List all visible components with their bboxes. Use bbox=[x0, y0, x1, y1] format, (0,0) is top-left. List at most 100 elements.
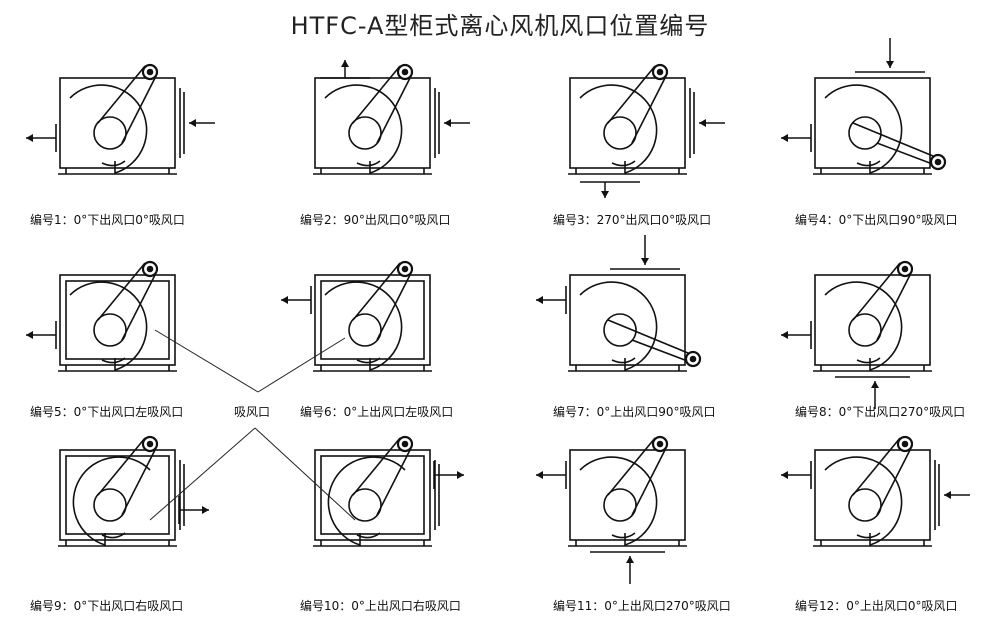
fan-cabinet bbox=[810, 435, 940, 547]
diagram-caption-8: 编号8：0°下出风口270°吸风口 bbox=[795, 405, 966, 419]
intake-arrow bbox=[699, 119, 725, 127]
intake-arrow bbox=[641, 235, 649, 265]
rotation-arc bbox=[101, 357, 126, 364]
diagram-caption-5: 编号5：0°下出风口左吸风口 bbox=[30, 405, 184, 419]
outlet-arrow bbox=[281, 296, 311, 304]
motor-shaft bbox=[656, 440, 664, 448]
belt-lower bbox=[121, 449, 156, 516]
outlet-arrow bbox=[26, 134, 56, 142]
outlet-arrow bbox=[341, 60, 349, 78]
belt-lower bbox=[121, 274, 156, 341]
outlet-arrow bbox=[781, 134, 811, 142]
motor-shaft bbox=[656, 68, 664, 76]
rotation-arc bbox=[611, 357, 636, 364]
volute-housing bbox=[579, 84, 658, 175]
impeller-hub bbox=[348, 116, 382, 150]
intake-arrow bbox=[626, 556, 634, 584]
diagram-caption-3: 编号3：270°出风口0°吸风口 bbox=[553, 213, 712, 227]
motor-shaft bbox=[401, 68, 409, 76]
fan-diagram-11 bbox=[510, 430, 760, 630]
rotation-arc bbox=[356, 357, 381, 364]
rotation-arc bbox=[856, 160, 881, 167]
belt-upper bbox=[852, 262, 901, 321]
volute-housing bbox=[579, 456, 658, 547]
motor-shaft bbox=[401, 265, 409, 273]
rotation-arc bbox=[356, 532, 381, 539]
fan-cabinet bbox=[55, 260, 177, 372]
intake-arrow bbox=[886, 38, 894, 68]
outlet-arrow bbox=[26, 331, 56, 339]
outlet-arrow bbox=[781, 331, 811, 339]
volute-housing bbox=[69, 84, 148, 175]
fan-diagram-8 bbox=[755, 255, 1000, 455]
outlet-arrow bbox=[781, 471, 811, 479]
fan-diagram-7 bbox=[510, 235, 760, 455]
fan-cabinet bbox=[568, 63, 695, 183]
belt-lower bbox=[376, 449, 411, 516]
belt-upper bbox=[352, 65, 401, 124]
volute-housing bbox=[324, 84, 403, 175]
outlet-arrow bbox=[536, 471, 566, 479]
belt-upper bbox=[607, 437, 656, 496]
fan-diagram-5 bbox=[0, 255, 250, 455]
outlet-arrow bbox=[536, 296, 566, 304]
diagram-caption-11: 编号11：0°上出风口270°吸风口 bbox=[553, 599, 731, 613]
volute-housing bbox=[824, 84, 903, 175]
page-title: HTFC-A型柜式离心风机风口位置编号 bbox=[290, 12, 710, 40]
belt-upper bbox=[607, 65, 656, 124]
impeller-hub bbox=[603, 116, 637, 150]
volute-housing bbox=[824, 281, 903, 372]
fan-cabinet bbox=[55, 63, 185, 175]
intake-arrow bbox=[444, 119, 470, 127]
volute-housing bbox=[579, 281, 658, 372]
diagram-caption-12: 编号12：0°上出风口0°吸风口 bbox=[795, 599, 958, 613]
fan-cabinet bbox=[810, 260, 932, 378]
motor-shaft bbox=[146, 265, 154, 273]
cabinet-body bbox=[569, 274, 686, 366]
belt-upper bbox=[852, 437, 901, 496]
rotation-arc bbox=[611, 160, 636, 167]
belt-upper bbox=[97, 262, 146, 321]
intake-arrow bbox=[871, 381, 879, 409]
fan-diagram-6 bbox=[255, 255, 505, 455]
fan-diagram-1 bbox=[0, 58, 250, 258]
impeller-hub bbox=[348, 313, 382, 347]
belt-upper bbox=[97, 437, 146, 496]
intake-arrow bbox=[944, 491, 970, 499]
belt-upper bbox=[352, 262, 401, 321]
impeller-hub bbox=[848, 313, 882, 347]
diagram-caption-1: 编号1：0°下出风口0°吸风口 bbox=[30, 213, 185, 227]
fan-cabinet bbox=[810, 71, 947, 175]
belt-upper bbox=[352, 437, 401, 496]
fan-cabinet bbox=[310, 260, 432, 372]
fan-cabinet bbox=[58, 435, 185, 547]
outlet-arrow bbox=[601, 182, 609, 198]
fan-cabinet bbox=[313, 435, 440, 547]
intake-arrow bbox=[189, 119, 215, 127]
impeller-hub bbox=[603, 488, 637, 522]
belt-upper bbox=[607, 319, 689, 354]
diagram-caption-2: 编号2：90°出风口0°吸风口 bbox=[300, 213, 451, 227]
belt-lower bbox=[121, 77, 156, 144]
impeller-hub bbox=[93, 116, 127, 150]
motor-shaft bbox=[146, 68, 154, 76]
motor-shaft bbox=[901, 265, 909, 273]
belt-upper bbox=[852, 122, 934, 157]
diagram-caption-7: 编号7：0°上出风口90°吸风口 bbox=[553, 405, 716, 419]
fan-cabinet bbox=[313, 63, 440, 175]
motor-shaft bbox=[146, 440, 154, 448]
rotation-arc bbox=[611, 532, 636, 539]
impeller-hub bbox=[848, 488, 882, 522]
belt-lower bbox=[876, 274, 911, 341]
motor-shaft bbox=[401, 440, 409, 448]
belt-lower bbox=[876, 449, 911, 516]
diagram-caption-10: 编号10：0°上出风口右吸风口 bbox=[300, 599, 461, 613]
intake-label: 吸风口 bbox=[234, 405, 271, 419]
rotation-arc bbox=[856, 357, 881, 364]
fan-cabinet bbox=[565, 435, 687, 553]
motor-shaft bbox=[934, 158, 942, 166]
rotation-arc bbox=[101, 532, 126, 539]
volute-housing bbox=[824, 456, 903, 547]
belt-lower bbox=[631, 77, 666, 144]
fan-cabinet bbox=[565, 268, 702, 372]
